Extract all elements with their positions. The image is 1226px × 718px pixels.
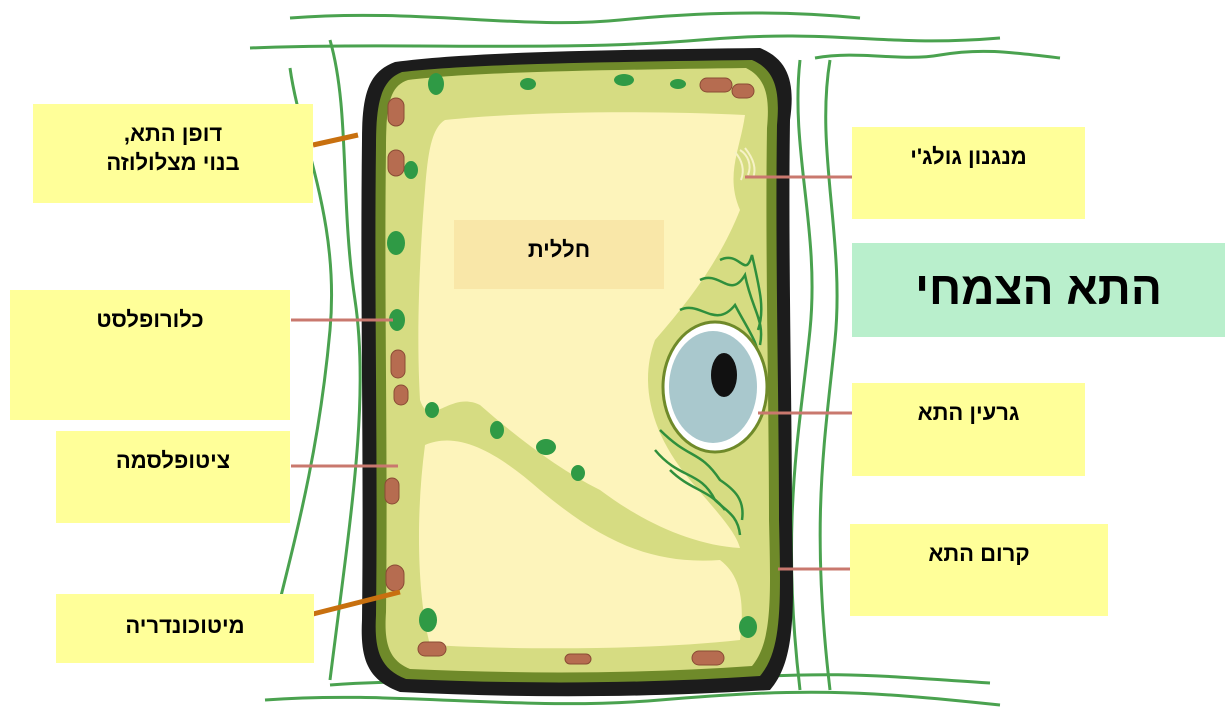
nucleus-label-text: גרעין התא [918, 400, 1020, 425]
cell-membrane-label: קרום התא [850, 524, 1108, 616]
vacuole-label: חללית [454, 220, 664, 289]
nucleolus [711, 353, 737, 397]
mitochondria-label-text: מיטוכונדריה [125, 613, 244, 638]
chloroplast-label: כלורופלסט [10, 290, 290, 420]
cytoplasm-label-text: ציטופלסמה [116, 448, 230, 473]
mitochondria-label: מיטוכונדריה [56, 594, 314, 663]
golgi-label: מנגנון גולג'י [852, 127, 1085, 219]
diagram-title: התא הצמחי [852, 243, 1225, 337]
cytoplasm-label: ציטופלסמה [56, 431, 290, 523]
chloroplast-label-text: כלורופלסט [96, 307, 203, 332]
cell-wall-label-line2: בנוי מצלולוזה [33, 149, 313, 178]
leader-cell-wall [313, 135, 358, 145]
golgi-label-text: מנגנון גולג'י [910, 144, 1027, 169]
nucleus-body [669, 331, 757, 443]
cell-membrane-label-text: קרום התא [928, 541, 1029, 566]
nucleus-label: גרעין התא [852, 383, 1085, 476]
cell-wall-label: דופן התא, בנוי מצלולוזה [33, 104, 313, 203]
vacuole-label-text: חללית [528, 237, 590, 262]
diagram-title-text: התא הצמחי [915, 262, 1162, 314]
cell-wall-label-line1: דופן התא, [33, 120, 313, 149]
